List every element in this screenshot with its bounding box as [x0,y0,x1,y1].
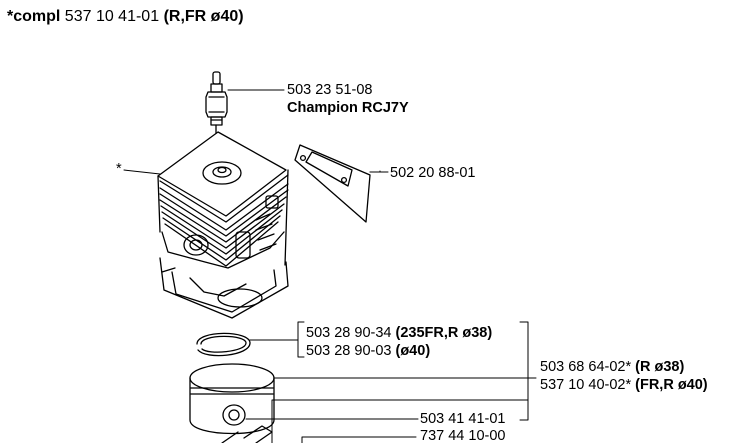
spark-plug-number: 503 23 51-08 [287,82,373,98]
ring-2-label: 503 28 90-03 (ø40) [306,343,430,360]
ring-1-label: 503 28 90-34 (235FR,R ø38) [306,325,492,342]
piston-drawing [189,363,275,435]
gasket-number: 502 20 88-01 [390,165,476,181]
kit-header: *compl 537 10 41-01 (R,FR ø40) [7,8,244,26]
gasket-drawing [294,144,371,223]
piston-1-label: 503 68 64-02* (R ø38) [540,359,684,376]
cylinder-drawing [157,131,289,319]
piston-pin-drawing [221,425,273,443]
cylinder-marker: * [116,161,122,177]
kit-prefix: *compl [7,8,61,25]
piston-2-number: 537 10 40-02* [540,377,632,393]
circlip-number: 737 44 10-00 [420,428,506,444]
kit-spec: (R,FR ø40) [163,8,244,25]
piston-2-spec: (FR,R ø40) [635,377,708,393]
spark-plug-name: Champion RCJ7Y [287,100,409,116]
pin-number: 503 41 41-01 [420,411,506,427]
ring-2-number: 503 28 90-03 [306,343,392,359]
ring-2-spec: (ø40) [395,343,431,359]
leader-lines [123,89,537,443]
piston-2-label: 537 10 40-02* (FR,R ø40) [540,377,708,394]
piston-1-spec: (R ø38) [635,359,685,375]
piston-ring-drawing [196,332,251,357]
spark-plug-drawing [205,71,228,134]
kit-part-number: 537 10 41-01 [64,8,160,25]
piston-1-number: 503 68 64-02* [540,359,632,375]
ring-1-spec: (235FR,R ø38) [395,325,493,341]
ring-1-number: 503 28 90-34 [306,325,392,341]
